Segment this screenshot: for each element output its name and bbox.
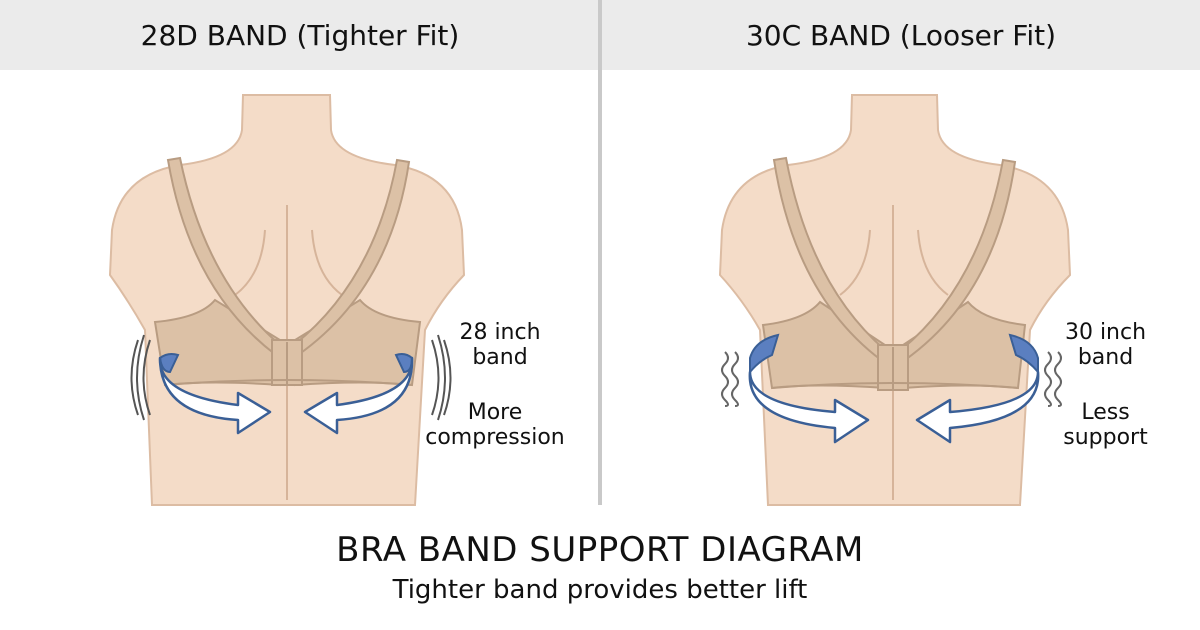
band-size-label: 30 inch band xyxy=(1048,320,1163,370)
bra-back-icon xyxy=(761,156,1027,391)
torso-illustration-looser xyxy=(718,94,1072,506)
panel-header-tighter: 28D BAND (Tighter Fit) xyxy=(0,0,600,70)
band-size-line1: 28 inch xyxy=(459,320,541,345)
torso-back-icon xyxy=(718,94,1072,506)
panel-title: 30C BAND (Looser Fit) xyxy=(745,18,1057,52)
torso-illustration-tighter xyxy=(108,94,466,506)
loose-band-arrow-left-icon xyxy=(748,333,870,444)
band-size-line1: 30 inch xyxy=(1064,320,1147,345)
band-size-line2: band xyxy=(1077,345,1134,370)
band-size-line2: band xyxy=(472,345,528,370)
panel-header-looser: 30C BAND (Looser Fit) xyxy=(602,0,1200,70)
panel-title: 28D BAND (Tighter Fit) xyxy=(140,18,460,52)
diagram-title: BRA BAND SUPPORT DIAGRAM xyxy=(336,530,864,570)
effect-line1: More xyxy=(467,400,523,425)
loose-band-arrow-right-icon xyxy=(915,333,1040,444)
effect-label: Less support xyxy=(1048,400,1163,450)
compression-arrow-left-icon xyxy=(158,353,272,435)
effect-line2: support xyxy=(1063,425,1148,450)
effect-label: More compression xyxy=(410,400,580,450)
effect-line2: compression xyxy=(425,425,565,450)
wavy-lines-icon xyxy=(721,351,1062,407)
effect-line1: Less xyxy=(1081,400,1130,425)
panel-divider xyxy=(598,0,602,505)
compression-lines-icon xyxy=(130,334,452,421)
band-size-label: 28 inch band xyxy=(440,320,560,370)
bra-back-icon xyxy=(153,156,422,387)
compression-arrow-right-icon xyxy=(303,353,414,435)
diagram-subtitle: Tighter band provides better lift xyxy=(392,575,808,605)
